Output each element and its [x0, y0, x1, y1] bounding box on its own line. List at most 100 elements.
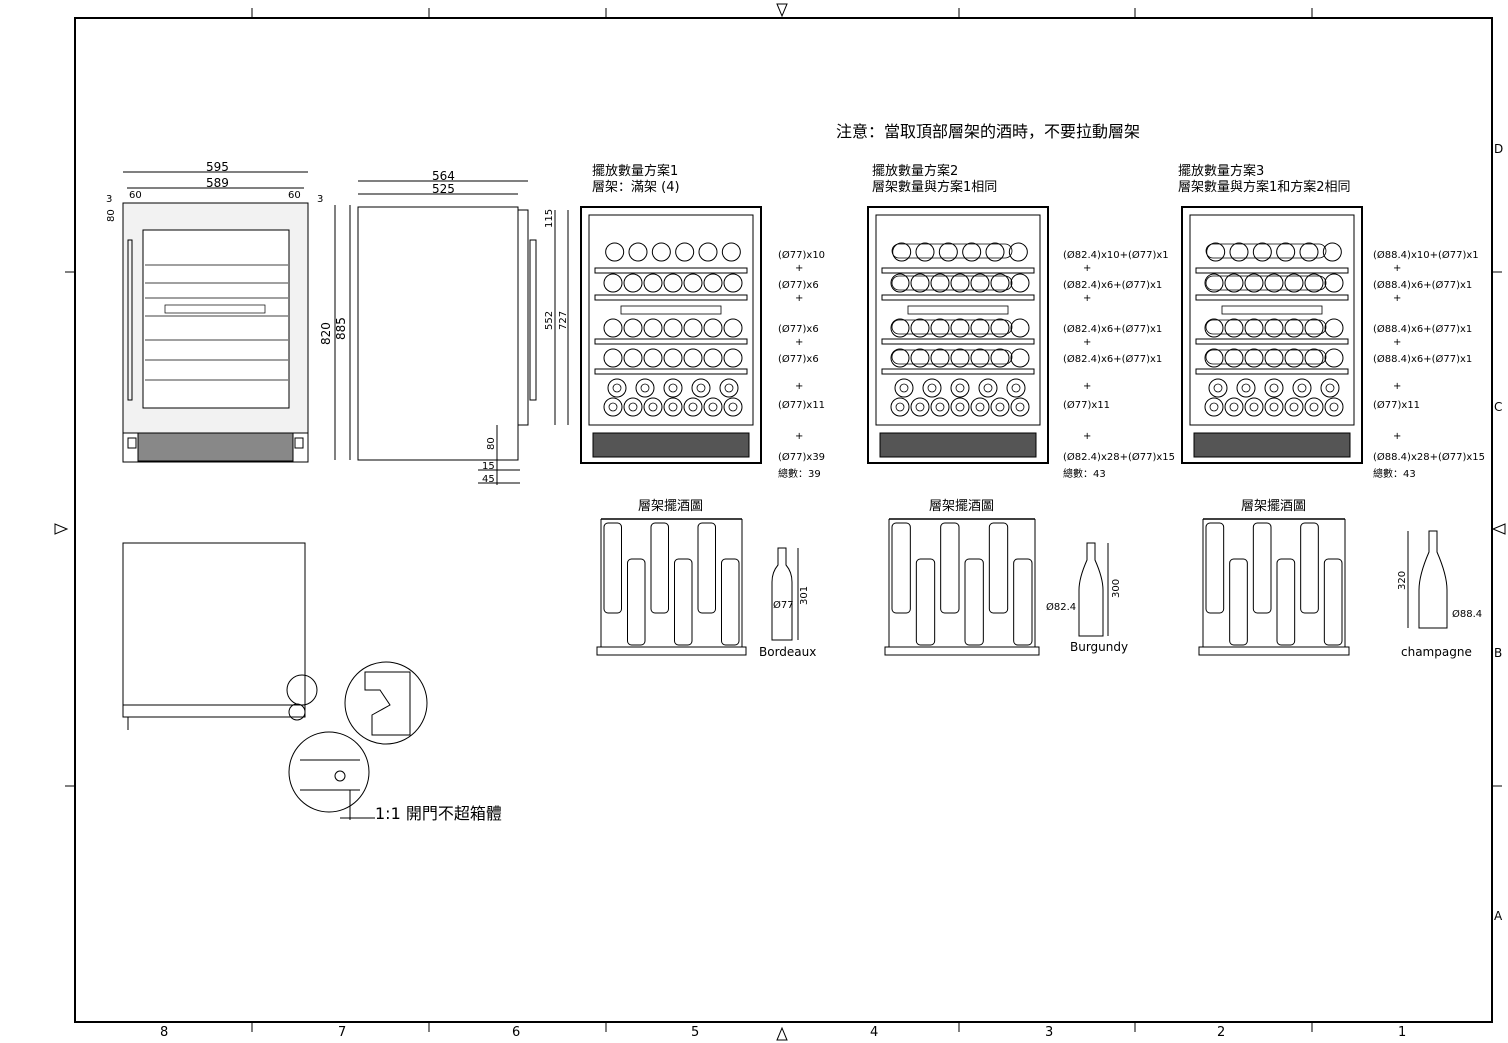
svg-text:(Ø88.4)x6+(Ø77)x1: (Ø88.4)x6+(Ø77)x1 [1373, 323, 1472, 335]
notice-text: 注意：當取頂部層架的酒時，不要拉動層架 [836, 122, 1140, 141]
svg-text:(Ø88.4)x6+(Ø77)x1: (Ø88.4)x6+(Ø77)x1 [1373, 279, 1472, 291]
plan3-diagram-title: 層架擺酒圖 [1241, 499, 1306, 514]
plan2-cabinet [867, 206, 1049, 464]
svg-text:300: 300 [1111, 579, 1122, 598]
svg-text:(Ø82.4)x6+(Ø77)x1: (Ø82.4)x6+(Ø77)x1 [1063, 323, 1162, 335]
svg-text:(Ø82.4)x28+(Ø77)x15: (Ø82.4)x28+(Ø77)x15 [1063, 451, 1175, 463]
plan-cabinets [580, 206, 1363, 464]
col-label-7: 7 [338, 1025, 346, 1040]
svg-text:(Ø88.4)x6+(Ø77)x1: (Ø88.4)x6+(Ø77)x1 [1373, 353, 1472, 365]
plan3-subtitle: 層架數量與方案1和方案2相同 [1178, 179, 1351, 195]
plan2-subtitle: 層架數量與方案1相同 [872, 179, 997, 195]
svg-text:(Ø77)x6: (Ø77)x6 [778, 279, 819, 291]
svg-text:+: + [795, 263, 803, 274]
dim-45: 45 [482, 474, 495, 485]
dim-60-right: 60 [288, 190, 301, 201]
svg-text:+: + [1393, 431, 1401, 442]
frame-ticks [54, 3, 1506, 1041]
plan3-cabinet [1181, 206, 1363, 464]
svg-text:+: + [1083, 431, 1091, 442]
svg-text:Ø77: Ø77 [773, 599, 794, 611]
plan2-total: 總數：43 [1063, 467, 1106, 480]
svg-text:(Ø77)x11: (Ø77)x11 [1063, 399, 1110, 411]
dim-727: 727 [558, 311, 569, 330]
plan2-counts: (Ø82.4)x10+(Ø77)x1 + (Ø82.4)x6+(Ø77)x1 +… [1063, 249, 1175, 480]
svg-text:301: 301 [799, 586, 810, 605]
svg-text:+: + [1393, 381, 1401, 392]
dim-3-right: 3 [317, 194, 323, 205]
dim-15: 15 [482, 461, 495, 472]
dim-564: 564 [432, 169, 455, 183]
plan2-diagram-title: 層架擺酒圖 [929, 499, 994, 514]
svg-text:+: + [795, 431, 803, 442]
dim-80: 80 [106, 209, 117, 222]
plan3-title: 擺放數量方案3 [1178, 163, 1264, 179]
plan1-title: 擺放數量方案1 [592, 163, 678, 179]
plan1-subtitle: 層架：滿架 (4) [592, 179, 680, 195]
dim-3-left: 3 [106, 194, 112, 205]
dim-115: 115 [544, 209, 555, 228]
col-label-6: 6 [512, 1025, 520, 1040]
dim-595: 595 [206, 160, 229, 174]
side-view: 564 525 115 552 727 80 15 45 [357, 169, 569, 485]
svg-text:(Ø82.4)x6+(Ø77)x1: (Ø82.4)x6+(Ø77)x1 [1063, 353, 1162, 365]
door-note: 1:1 開門不超箱體 [375, 804, 502, 823]
plan1-diagram-title: 層架擺酒圖 [638, 499, 703, 514]
plan2-title: 擺放數量方案2 [872, 163, 958, 179]
plan3-total: 總數：43 [1373, 467, 1416, 480]
svg-text:+: + [1083, 381, 1091, 392]
dim-525: 525 [432, 182, 455, 196]
row-label-D: D [1494, 142, 1503, 156]
svg-text:+: + [795, 337, 803, 348]
shelf-diagrams [596, 518, 1350, 656]
plan3-shelf-diagram [1198, 518, 1350, 656]
col-label-2: 2 [1217, 1025, 1225, 1040]
svg-text:(Ø77)x10: (Ø77)x10 [778, 249, 825, 261]
plan1-total: 總數：39 [778, 467, 821, 480]
svg-text:(Ø77)x11: (Ø77)x11 [778, 399, 825, 411]
plan1-counts: (Ø77)x10 + (Ø77)x6 + (Ø77)x6 + (Ø77)x6 +… [778, 249, 825, 480]
dim-589: 589 [206, 176, 229, 190]
plan2-shelf-diagram [884, 518, 1040, 656]
plan1-shelf-diagram [596, 518, 747, 656]
svg-text:Ø88.4: Ø88.4 [1452, 608, 1482, 620]
plan1-cabinet [580, 206, 762, 464]
col-label-4: 4 [870, 1025, 878, 1040]
col-label-1: 1 [1398, 1025, 1406, 1040]
bottle-champagne: 320 Ø88.4 champagne [1397, 530, 1482, 659]
svg-text:(Ø77)x11: (Ø77)x11 [1373, 399, 1420, 411]
dim-820: 820 [319, 322, 333, 345]
svg-text:(Ø82.4)x6+(Ø77)x1: (Ø82.4)x6+(Ø77)x1 [1063, 279, 1162, 291]
col-label-3: 3 [1045, 1025, 1053, 1040]
svg-text:+: + [795, 381, 803, 392]
row-label-C: C [1494, 400, 1502, 414]
svg-text:(Ø77)x6: (Ø77)x6 [778, 323, 819, 335]
svg-text:320: 320 [1397, 571, 1408, 590]
svg-text:(Ø88.4)x10+(Ø77)x1: (Ø88.4)x10+(Ø77)x1 [1373, 249, 1479, 261]
bottle-name-champagne: champagne [1401, 645, 1472, 659]
dim-885: 885 [334, 317, 348, 340]
svg-text:+: + [1083, 293, 1091, 304]
col-label-8: 8 [160, 1025, 168, 1040]
bottle-burgundy: Ø82.4 300 Burgundy [1046, 542, 1128, 654]
svg-text:(Ø82.4)x10+(Ø77)x1: (Ø82.4)x10+(Ø77)x1 [1063, 249, 1169, 261]
svg-text:+: + [1393, 293, 1401, 304]
dim-552: 552 [544, 311, 555, 330]
svg-text:(Ø77)x39: (Ø77)x39 [778, 451, 825, 463]
dim-60-left: 60 [129, 190, 142, 201]
svg-text:(Ø88.4)x28+(Ø77)x15: (Ø88.4)x28+(Ø77)x15 [1373, 451, 1485, 463]
top-view-door: 1:1 開門不超箱體 [122, 542, 502, 823]
svg-text:+: + [1083, 263, 1091, 274]
svg-text:+: + [1393, 337, 1401, 348]
bottle-name-bordeaux: Bordeaux [759, 645, 816, 659]
svg-text:+: + [1083, 337, 1091, 348]
bottle-name-burgundy: Burgundy [1070, 640, 1128, 654]
dim-80-side: 80 [486, 437, 497, 450]
svg-text:Ø82.4: Ø82.4 [1046, 601, 1076, 613]
svg-text:+: + [795, 293, 803, 304]
row-label-A: A [1494, 909, 1503, 923]
front-view: 595 589 60 60 3 3 80 820 885 [106, 160, 351, 463]
bottle-bordeaux: Ø77 301 Bordeaux [759, 547, 816, 659]
drawing-frame [74, 17, 1493, 1023]
